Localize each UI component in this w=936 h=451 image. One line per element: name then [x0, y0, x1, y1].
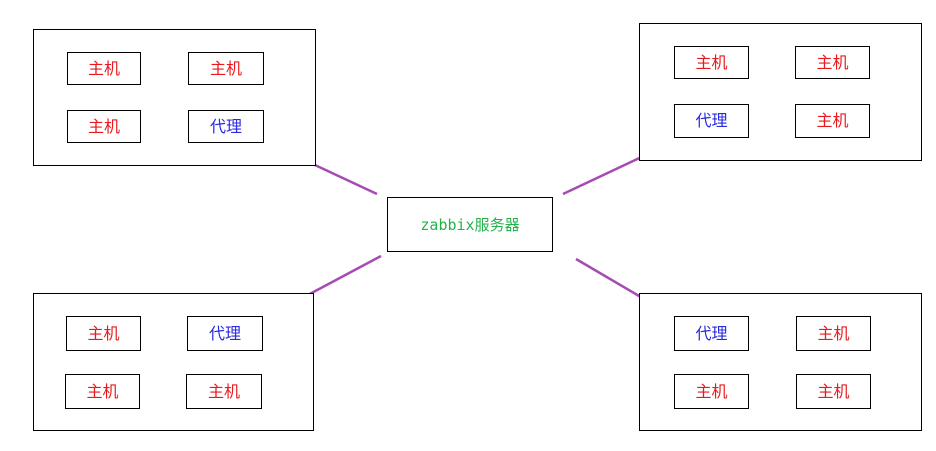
- proxy-node: 代理: [674, 104, 749, 138]
- group-box-top-left: [33, 29, 316, 166]
- host-node: 主机: [65, 374, 140, 409]
- proxy-node: 代理: [188, 110, 264, 143]
- host-node: 主机: [795, 104, 870, 138]
- group-box-bottom-right: [639, 293, 922, 431]
- host-node: 主机: [796, 316, 871, 351]
- host-node: 主机: [188, 52, 264, 85]
- zabbix-server-node: zabbix服务器: [387, 197, 553, 252]
- host-node: 主机: [674, 46, 749, 79]
- proxy-node: 代理: [674, 316, 749, 351]
- host-node: 主机: [795, 46, 870, 79]
- host-node: 主机: [796, 374, 871, 409]
- proxy-node: 代理: [187, 316, 263, 351]
- host-node: 主机: [674, 374, 749, 409]
- group-box-top-right: [639, 23, 922, 161]
- host-node: 主机: [67, 110, 141, 143]
- group-box-bottom-left: [33, 293, 314, 431]
- host-node: 主机: [66, 316, 141, 351]
- host-node: 主机: [67, 52, 141, 85]
- host-node: 主机: [186, 374, 262, 409]
